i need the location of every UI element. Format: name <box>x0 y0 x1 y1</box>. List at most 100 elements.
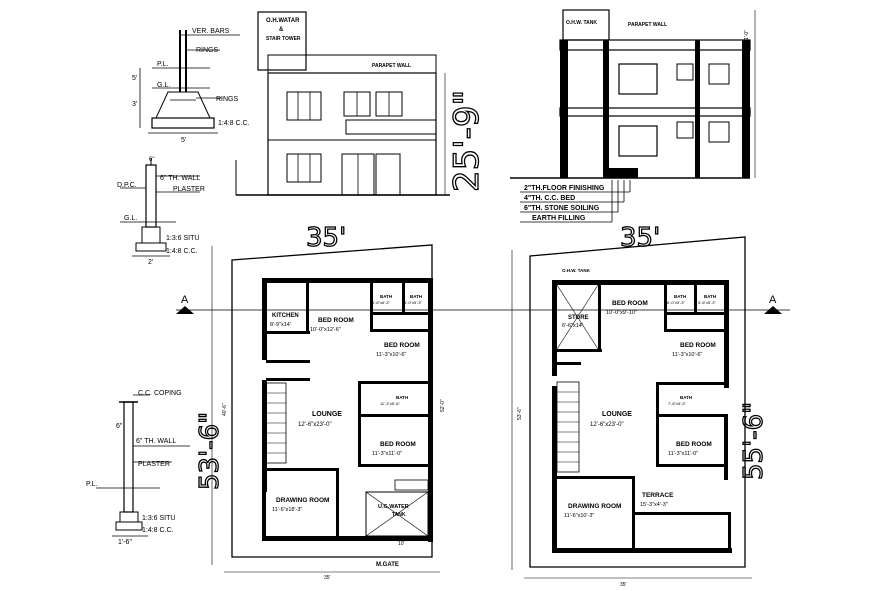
first-bath-3-size: 7'-6"x5'-3" <box>668 401 687 406</box>
wall-cc-label: 1:4:8 C.C. <box>166 248 198 255</box>
section-dim-1: 1'-0" <box>744 30 750 40</box>
first-bedroom-2-size: 11'-3"x10'-6" <box>672 352 702 358</box>
room-lounge-size: 12'-6"x23'-0" <box>298 422 332 428</box>
first-drawing: DRAWING ROOM <box>568 503 621 510</box>
room-bath-2-size: 5'-0"x5'-3" <box>404 300 423 305</box>
section-line-a: A A <box>176 294 790 314</box>
first-bedroom-3-size: 11'-3"x11'-0" <box>668 451 698 457</box>
coping-detail: C.C. COPING 6" 6" TH. WALL PLASTER P.L. … <box>86 390 190 546</box>
tank-label-2: & <box>279 27 284 33</box>
room-bath-1: BATH <box>380 294 392 299</box>
rings-bottom-label: RINGS <box>216 96 239 103</box>
ground-length-label: 53'-6" <box>195 412 225 490</box>
coping-dim-6: 6" <box>116 423 123 430</box>
stone-soiling-label: 6"TH. STONE SOILING <box>524 205 600 212</box>
first-ohw-tank: O.H.W. TANK <box>562 268 591 273</box>
tank-label-1: O.H.WATAR <box>266 18 300 24</box>
first-bath-2-size: 5'-6"x5'-3" <box>698 300 717 305</box>
coping-pl-label: P.L. <box>86 481 98 488</box>
section-dim-4: 1'-0" <box>744 108 750 118</box>
wall-th-label: 6" TH. WALL <box>160 175 200 182</box>
first-bedroom-3: BED ROOM <box>676 441 712 448</box>
room-store: STORE <box>568 315 589 321</box>
front-elevation: O.H.WATAR & STAIR TOWER PARAPET WALL 25'… <box>235 11 488 196</box>
room-bedroom-2-size: 11'-3"x10'-6" <box>376 352 406 358</box>
room-bath-2: BATH <box>410 294 422 299</box>
gl-label: G.L. <box>157 82 170 89</box>
wall-situ-label: 1:3:6 SITU <box>166 235 199 242</box>
room-drawing-size: 11'-6"x18'-3" <box>272 507 302 513</box>
wall-dim-2: 2' <box>148 259 153 266</box>
footing-cc-label: 1:4:8 C.C. <box>218 120 250 127</box>
pl-label: P.L. <box>157 61 169 68</box>
footing-dim-w: 5' <box>181 137 186 144</box>
gate-dim: 10' <box>398 541 405 547</box>
section-parapet-label: PARAPET WALL <box>628 22 667 28</box>
first-bath-3: BATH <box>680 395 692 400</box>
wall-gl-label: G.L. <box>124 215 137 222</box>
ground-dim-bottom: 35' <box>324 575 331 581</box>
section-mark-right: A <box>769 294 777 306</box>
room-bedroom-3-size: 11'-3"x11'-0" <box>372 451 402 457</box>
room-bedroom-1-size: 10'-0"x12'-6" <box>310 327 341 333</box>
section-arrow-right-icon <box>764 306 782 314</box>
footing-dim-h2: 3' <box>132 101 137 108</box>
first-length-label: 55'-6" <box>739 402 769 480</box>
ground-floor-plan: 35' 53'-6" 35' 40'-6" 52'-0" KITCHEN 8'-… <box>194 222 446 581</box>
section-arrow-left-icon <box>176 306 194 314</box>
first-dim-bottom: 35' <box>620 582 627 588</box>
ver-bars-label: VER. BARS <box>192 28 230 35</box>
first-bedroom-1-size: 10'-0"x9'-10" <box>606 310 637 316</box>
coping-wall-label: 6" TH. WALL <box>136 438 176 445</box>
first-bedroom-2: BED ROOM <box>680 342 716 349</box>
section-view: O.H.W. TANK PARAPET WALL 2"TH.FLOOR FINI… <box>510 9 756 223</box>
room-bedroom-3: BED ROOM <box>380 441 416 448</box>
room-lounge: LOUNGE <box>312 411 342 418</box>
footing-dim-h1: 5' <box>132 75 137 82</box>
coping-plaster-label: PLASTER <box>138 461 170 468</box>
earth-filling-label: EARTH FILLING <box>532 215 586 222</box>
dpc-label: D.P.C. <box>117 182 137 189</box>
first-bath-1: BATH <box>674 294 686 299</box>
coping-dim: 1'-6" <box>118 539 132 546</box>
terrace: TERRACE <box>642 492 674 499</box>
first-bedroom-1: BED ROOM <box>612 300 648 307</box>
room-bedroom-2: BED ROOM <box>384 342 420 349</box>
first-dim-side: 53'-6" <box>517 407 523 420</box>
section-dim-3: 10'-0" <box>744 137 750 150</box>
ground-width-label: 35' <box>306 223 346 253</box>
cc-bed-label: 4"TH. C.C. BED <box>524 195 575 202</box>
ug-water-tank-sub: TANK <box>392 512 406 518</box>
first-width-label: 35' <box>620 223 660 253</box>
room-bath-3: BATH <box>396 395 408 400</box>
ug-water-tank: U.G.WATER <box>378 504 409 510</box>
main-gate-label: M.GATE <box>376 562 399 568</box>
tank-label-3: STAIR TOWER <box>266 36 301 42</box>
first-bath-1-size: 6'-0"x5'-3" <box>667 300 686 305</box>
footing-detail: VER. BARS RINGS P.L. G.L. RINGS 1:4:8 C.… <box>132 28 250 144</box>
first-lounge-size: 12'-6"x23'-0" <box>590 422 624 428</box>
first-lounge: LOUNGE <box>602 411 632 418</box>
elevation-height: 25'-9" <box>447 90 487 192</box>
room-store-size: 6'-6"x14' <box>562 323 583 329</box>
room-bath-1-size: 6'-6"x6'-3" <box>372 300 391 305</box>
room-bath-3-size: 11'-3"x5'-6" <box>380 401 400 406</box>
first-floor-plan: 35' 55'-6" 35' 53'-6" O.H.W. TANK STORE … <box>511 222 770 588</box>
floor-finishing-label: 2"TH.FLOOR FINISHING <box>524 185 605 192</box>
coping-situ-label: 1:3:6 SITU <box>142 515 175 522</box>
wall-dim-6: 6" <box>149 157 154 163</box>
wall-detail: 6" 6" TH. WALL D.P.C. PLASTER G.L. 1:3:6… <box>117 157 205 266</box>
section-dim-2: 11'-0" <box>744 69 750 82</box>
ground-dim-side: 40'-6" <box>222 403 228 416</box>
room-kitchen-size: 8'-9"x14' <box>270 322 291 328</box>
room-drawing: DRAWING ROOM <box>276 497 329 504</box>
plaster-label: PLASTER <box>173 186 205 193</box>
section-mark-left: A <box>181 294 189 306</box>
first-bath-2: BATH <box>704 294 716 299</box>
parapet-label: PARAPET WALL <box>372 63 411 69</box>
terrace-size: 15'-3"x4'-3" <box>640 502 668 508</box>
ohw-tank-label: O.H.W. TANK <box>566 20 597 26</box>
room-kitchen: KITCHEN <box>272 313 299 319</box>
